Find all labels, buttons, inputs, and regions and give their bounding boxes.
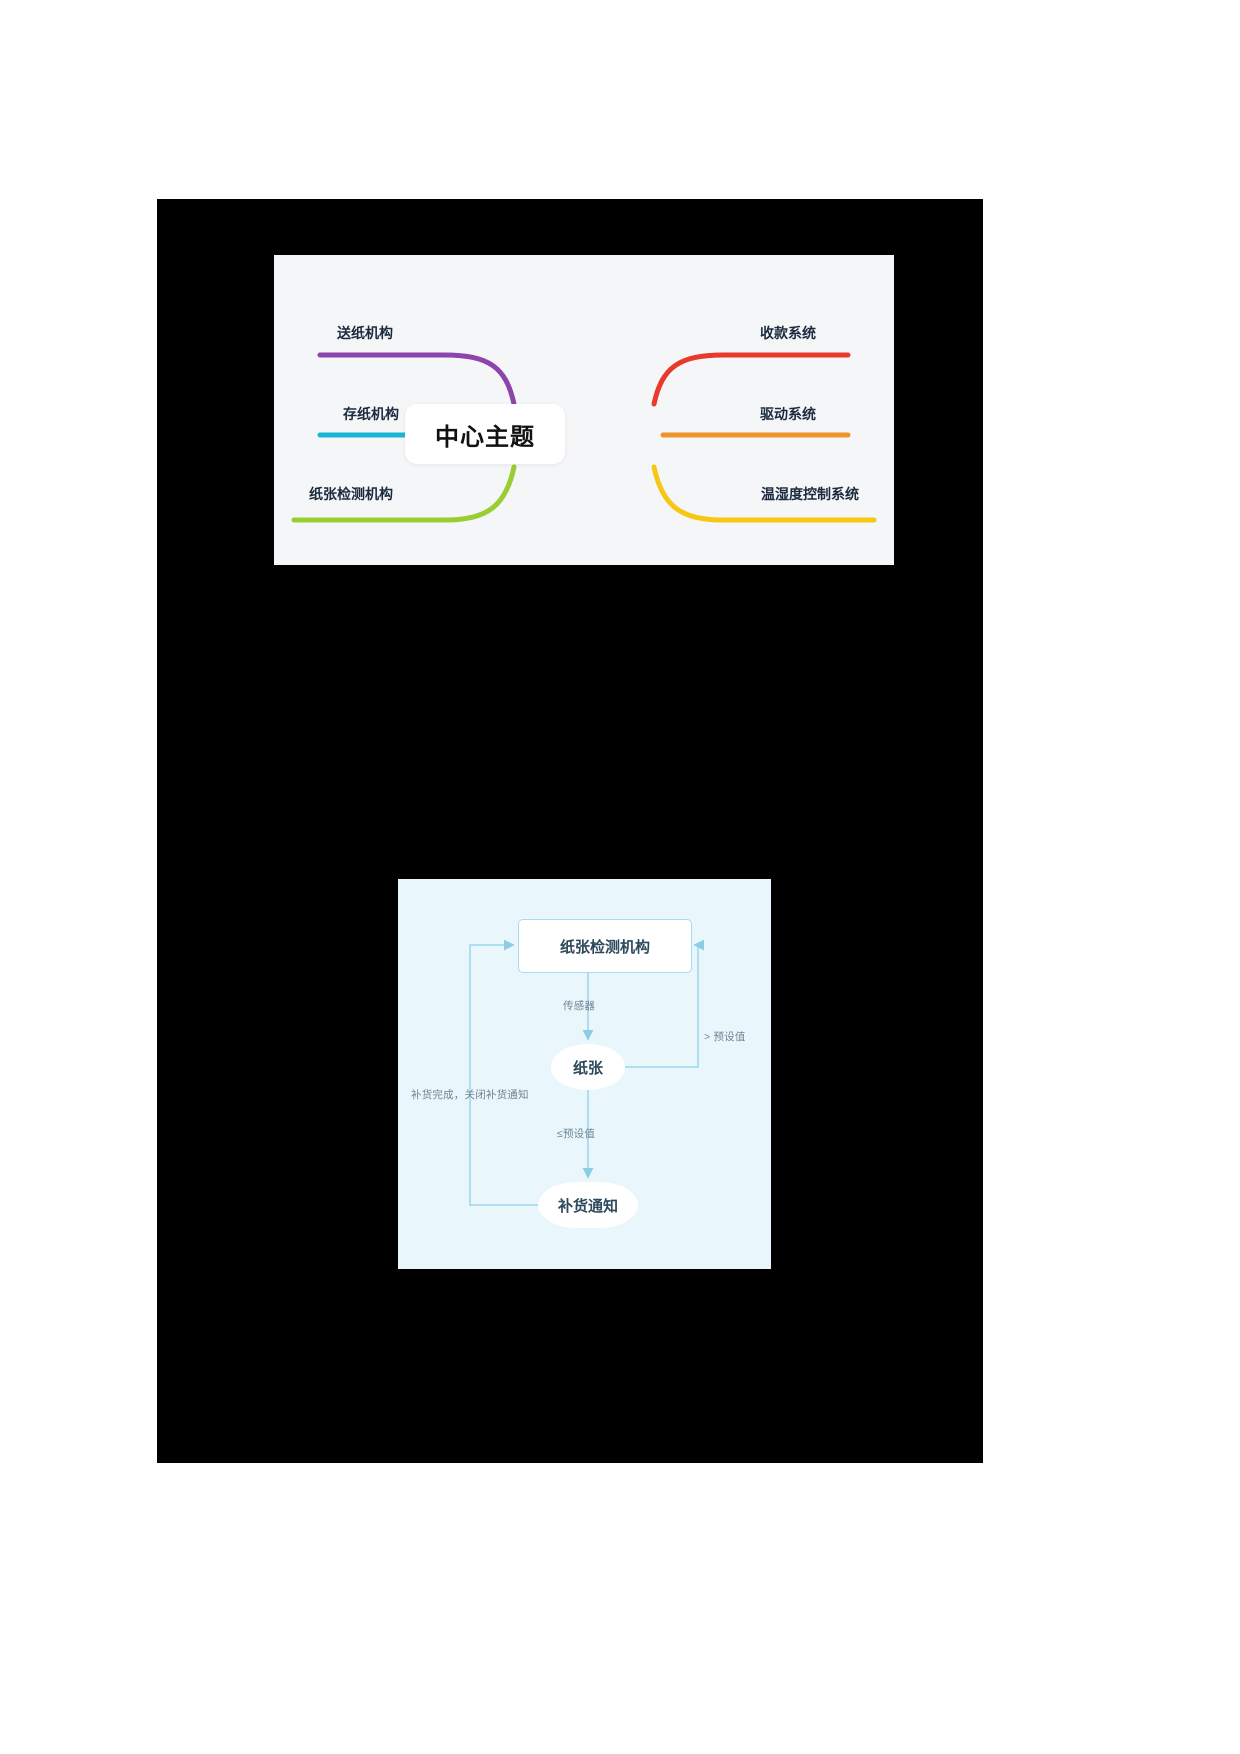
flowchart-node-detect-label: 纸张检测机构	[559, 938, 650, 956]
mindmap-branch-label-left-1[interactable]: 送纸机构	[337, 325, 393, 341]
branch-line-left-3	[291, 464, 517, 523]
mindmap-center-node[interactable]: 中心主题	[405, 404, 565, 464]
mindmap-branch-label-right-3[interactable]: 温湿度控制系统	[761, 486, 859, 502]
branch-line-left-1	[317, 352, 517, 407]
flowchart-edge-label-restock-complete: 补货完成，关闭补货通知	[411, 1089, 529, 1101]
flowchart-edge-label-less-equal-preset: ≤预设值	[557, 1128, 596, 1140]
flowchart-node-detect[interactable]: 纸张检测机构	[518, 919, 692, 973]
mindmap-branch-label-left-3[interactable]: 纸张检测机构	[309, 486, 393, 502]
branch-line-right-3	[651, 464, 877, 523]
mindmap-diagram: 中心主题 送纸机构 存纸机构 纸张检测机构 收款系统 驱动系统 温湿度控制系统	[274, 255, 894, 565]
mindmap-branch-label-right-2[interactable]: 驱动系统	[760, 406, 816, 422]
branch-line-right-1	[651, 352, 851, 407]
flowchart-node-notify-label: 补货通知	[557, 1197, 618, 1215]
flowchart-node-notify[interactable]: 补货通知	[538, 1182, 638, 1228]
flowchart-edge-label-greater-than-preset: > 预设值	[704, 1031, 746, 1043]
mindmap-branch-label-right-1[interactable]: 收款系统	[760, 325, 816, 341]
mindmap-center-label: 中心主题	[435, 423, 535, 451]
flowchart-node-paper[interactable]: 纸张	[551, 1044, 625, 1090]
edge-paper-to-detect	[625, 939, 704, 1068]
edge-notify-to-detect	[469, 939, 538, 1206]
flowchart-node-paper-label: 纸张	[572, 1059, 603, 1077]
flowchart-edge-label-sensor: 传感器	[563, 1000, 596, 1012]
flowchart-diagram: 纸张检测机构 纸张 补货通知 传感器 > 预设值 ≤预设值 补货完成，关闭补货通…	[398, 879, 771, 1269]
mindmap-branch-label-left-2[interactable]: 存纸机构	[343, 406, 399, 422]
flowchart-connectors	[469, 939, 704, 1206]
